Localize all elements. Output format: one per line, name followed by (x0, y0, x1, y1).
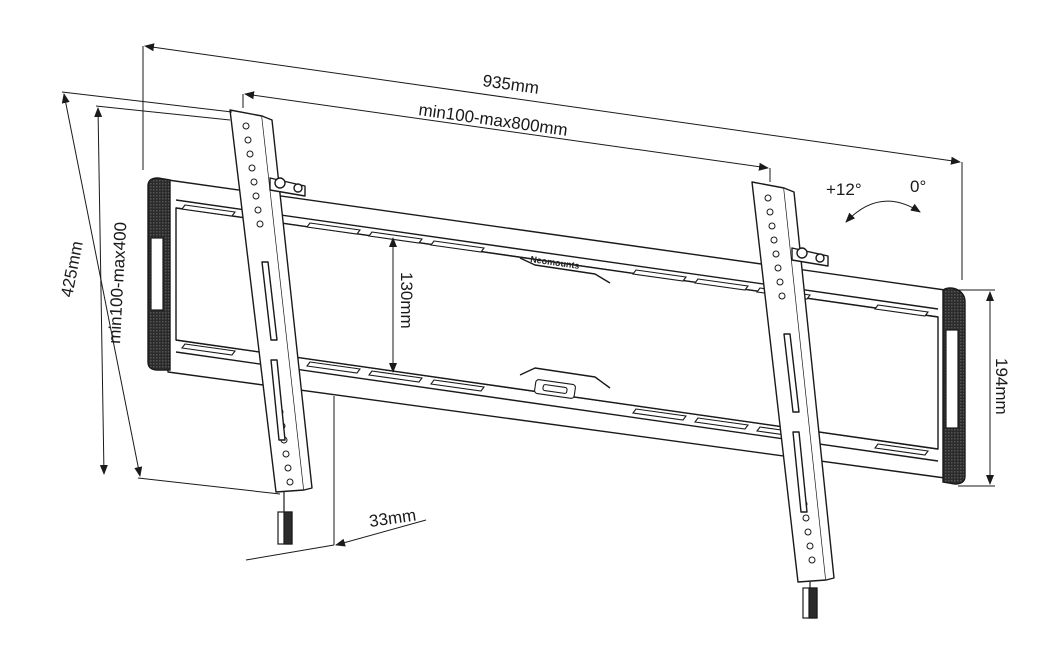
label-vesa-width: min100-max800mm (417, 100, 568, 140)
right-bracket-arm (751, 181, 835, 583)
tilt-arc (845, 200, 921, 223)
right-safety-knob (802, 582, 818, 619)
left-end-cap (147, 177, 171, 371)
dim-33-line (335, 519, 427, 547)
label-935mm: 935mm (481, 71, 540, 98)
label-33mm: 33mm (368, 506, 417, 531)
right-end-cap (942, 287, 966, 485)
left-bracket-arm (229, 109, 313, 493)
label-130mm: 130mm (397, 272, 416, 329)
label-vesa-height: min100-max400 (105, 221, 130, 344)
dim-vesa-height-line (94, 107, 108, 475)
dimension-lines (61, 43, 995, 561)
dim-vesa-width-line (244, 91, 769, 171)
label-194mm: 194mm (992, 358, 1011, 415)
label-425mm: 425mm (57, 239, 86, 298)
label-tilt-forward: +12° (826, 180, 862, 199)
left-safety-knob (277, 492, 293, 545)
label-tilt-neutral: 0° (910, 177, 926, 196)
